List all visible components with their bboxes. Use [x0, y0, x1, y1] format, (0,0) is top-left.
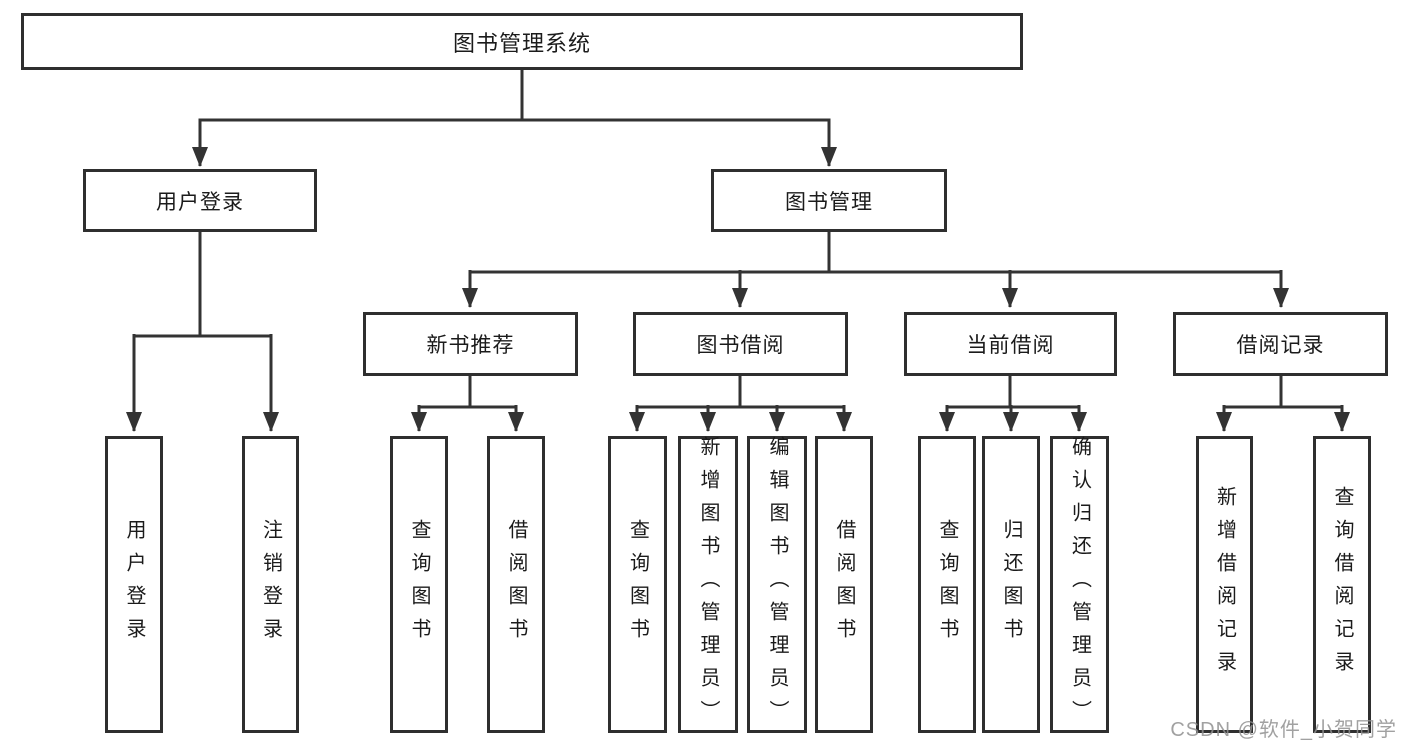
- leaf-records-query-record: 查询借阅记录: [1313, 436, 1371, 733]
- leaf-borrowing-borrow-books-label: 借阅图书: [833, 518, 855, 651]
- leaf-logout: 注销登录: [242, 436, 299, 733]
- leaf-recommend-borrow-books: 借阅图书: [487, 436, 545, 733]
- leaf-borrowing-borrow-books: 借阅图书: [815, 436, 873, 733]
- leaf-borrowing-add-books-admin-label: 新增图书（管理员）: [697, 436, 719, 733]
- node-current-borrowing: 当前借阅: [904, 312, 1117, 376]
- leaf-logout-label: 注销登录: [259, 518, 282, 651]
- leaf-borrowing-edit-books-admin: 编辑图书（管理员）: [747, 436, 807, 733]
- node-user-login: 用户登录: [83, 169, 317, 232]
- leaf-current-query-books-label: 查询图书: [936, 518, 958, 651]
- leaf-current-confirm-return-admin: 确认归还（管理员）: [1050, 436, 1109, 733]
- leaf-recommend-query-books: 查询图书: [390, 436, 448, 733]
- leaf-records-add-record: 新增借阅记录: [1196, 436, 1253, 733]
- node-borrow-records: 借阅记录: [1173, 312, 1388, 376]
- leaf-recommend-query-books-label: 查询图书: [408, 518, 430, 651]
- node-book-management: 图书管理: [711, 169, 947, 232]
- leaf-borrowing-edit-books-admin-label: 编辑图书（管理员）: [766, 436, 788, 733]
- leaf-user-login: 用户登录: [105, 436, 163, 733]
- csdn-watermark: CSDN @软件_小贺同学: [1170, 719, 1397, 741]
- leaf-user-login-label: 用户登录: [123, 518, 145, 651]
- leaf-recommend-borrow-books-label: 借阅图书: [505, 518, 527, 651]
- node-new-book-recommend: 新书推荐: [363, 312, 578, 376]
- leaf-current-return-books-label: 归还图书: [1000, 518, 1022, 651]
- node-book-borrowing: 图书借阅: [633, 312, 848, 376]
- leaf-current-query-books: 查询图书: [918, 436, 976, 733]
- leaf-current-confirm-return-admin-label: 确认归还（管理员）: [1068, 436, 1091, 733]
- leaf-current-return-books: 归还图书: [982, 436, 1040, 733]
- leaf-borrowing-add-books-admin: 新增图书（管理员）: [678, 436, 738, 733]
- leaf-records-query-record-label: 查询借阅记录: [1331, 485, 1353, 684]
- leaf-borrowing-query-books-label: 查询图书: [626, 518, 649, 651]
- leaf-borrowing-query-books: 查询图书: [608, 436, 667, 733]
- leaf-records-add-record-label: 新增借阅记录: [1213, 485, 1236, 684]
- node-root: 图书管理系统: [21, 13, 1023, 70]
